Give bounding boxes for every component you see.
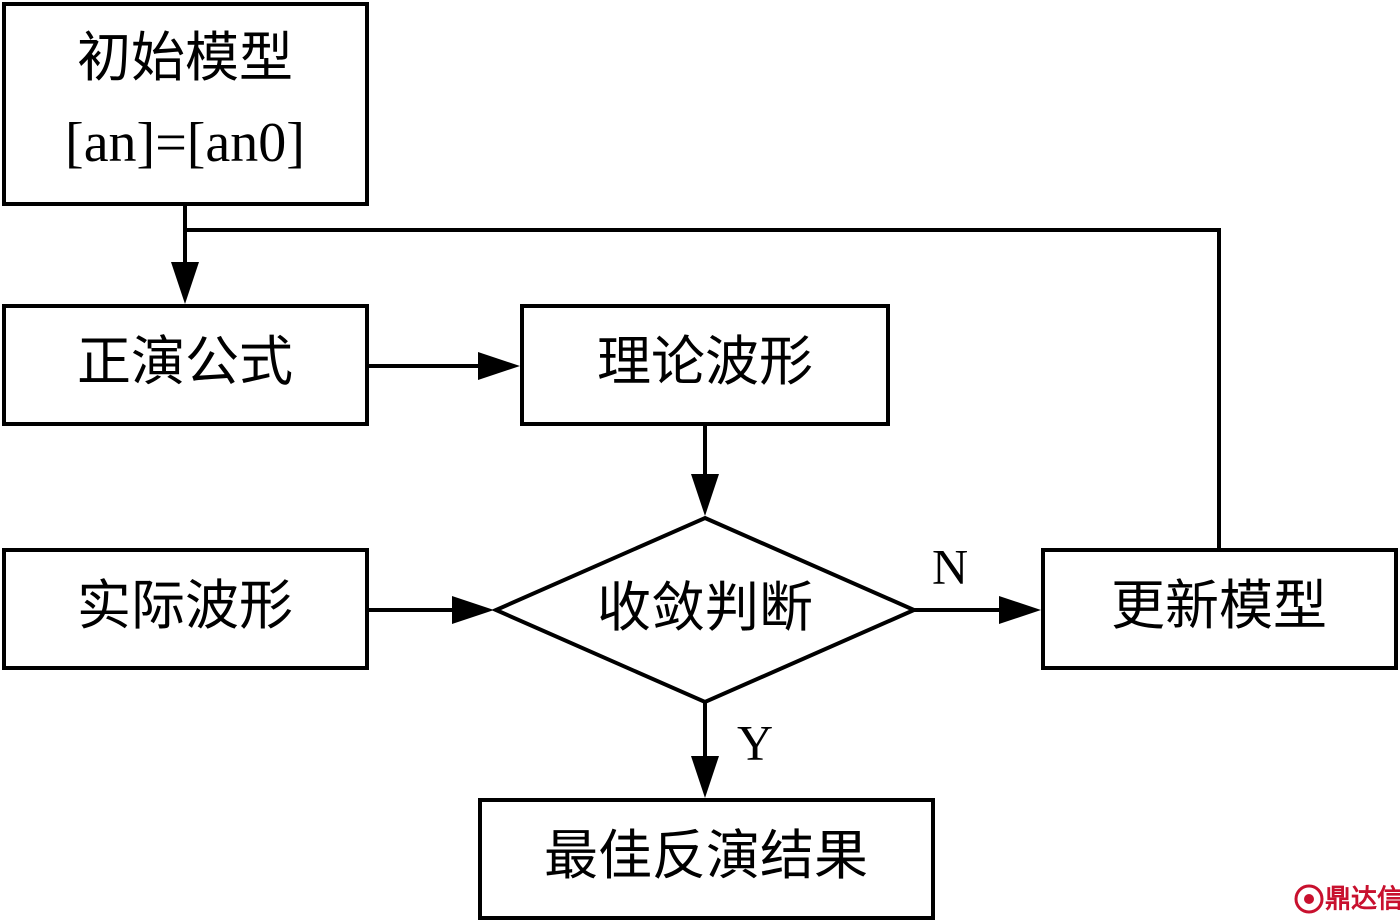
edge-initial-to-forward <box>171 204 199 304</box>
arrowhead-icon <box>999 596 1041 624</box>
initial-model-node: 初始模型 [an]=[an0] <box>2 2 369 206</box>
edge-check-to-best: Y <box>691 702 773 798</box>
edge-update-loop <box>185 228 1221 550</box>
edge-actual-to-check <box>367 596 494 624</box>
initial-model-title: 初始模型 <box>77 26 293 89</box>
theoretical-waveform-label: 理论波形 <box>597 330 813 393</box>
actual-waveform-label: 实际波形 <box>77 574 293 637</box>
edge-label-no: N <box>932 538 968 594</box>
edge-theoretical-to-check <box>691 424 719 516</box>
arrowhead-icon <box>452 596 494 624</box>
forward-formula-node: 正演公式 <box>2 304 369 426</box>
best-result-label: 最佳反演结果 <box>544 824 868 887</box>
convergence-check-node: 收敛判断 <box>491 515 919 705</box>
edge-forward-to-theoretical <box>367 352 520 380</box>
theoretical-waveform-node: 理论波形 <box>520 304 890 426</box>
watermark-logo-dot-icon <box>1304 894 1314 904</box>
convergence-check-label: 收敛判断 <box>597 576 813 639</box>
edge-label-yes: Y <box>737 714 773 770</box>
actual-waveform-node: 实际波形 <box>2 548 369 670</box>
arrowhead-icon <box>691 756 719 798</box>
watermark: 鼎达信 <box>1294 884 1400 915</box>
initial-model-formula: [an]=[an0] <box>65 112 305 174</box>
update-model-node: 更新模型 <box>1041 548 1398 670</box>
watermark-text: 鼎达信 <box>1325 885 1400 915</box>
arrowhead-icon <box>171 262 199 304</box>
edge-check-to-update: N <box>914 538 1041 624</box>
forward-formula-label: 正演公式 <box>77 330 293 393</box>
best-result-node: 最佳反演结果 <box>478 798 935 920</box>
update-model-label: 更新模型 <box>1111 574 1327 637</box>
watermark-logo-icon <box>1294 884 1324 914</box>
arrowhead-icon <box>691 474 719 516</box>
arrowhead-icon <box>478 352 520 380</box>
